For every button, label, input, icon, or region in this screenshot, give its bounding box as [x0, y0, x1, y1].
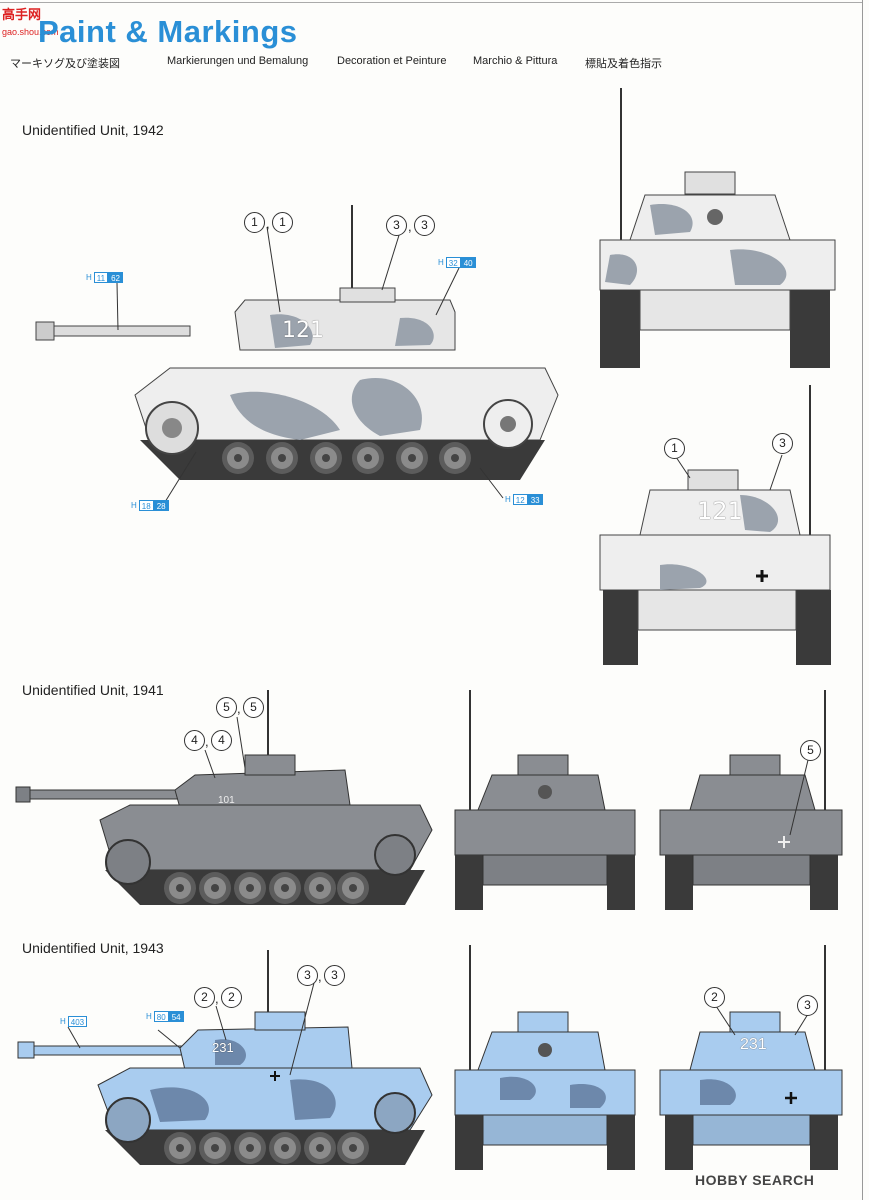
paint-code-prefix: H	[86, 273, 92, 282]
callout-separator: ,	[205, 734, 209, 749]
subtitle-french: Decoration et Peinture	[337, 55, 447, 67]
callout-separator: ,	[266, 216, 270, 231]
paint-code-prefix: H	[146, 1012, 152, 1021]
paint-code-b: 40	[460, 257, 476, 268]
paint-code-prefix: H	[505, 495, 511, 504]
decal-callout: 3	[414, 215, 435, 236]
sheet-border-top	[0, 2, 863, 3]
callout-separator: ,	[215, 991, 219, 1006]
paint-code: H 80 54	[146, 1011, 184, 1022]
section-label-1943: Unidentified Unit, 1943	[22, 940, 164, 956]
section-label-1942: Unidentified Unit, 1942	[22, 122, 164, 138]
paint-code-b: 33	[527, 494, 543, 505]
decal-callout: 4	[211, 730, 232, 751]
paint-code-a: 80	[153, 1011, 169, 1022]
subtitle-chinese: 標貼及着色指示	[585, 58, 662, 70]
decal-callout: 5	[800, 740, 821, 761]
tank-number-1943-rear: 231	[740, 1036, 767, 1053]
tank-front-1943	[454, 945, 636, 1170]
paint-code: H 12 33	[505, 494, 543, 505]
paint-code-a: 18	[138, 500, 154, 511]
decal-callout: 3	[772, 433, 793, 454]
decal-callout: 1	[244, 212, 265, 233]
sheet-border-right	[862, 0, 863, 1200]
paint-code-b: 28	[153, 500, 169, 511]
decal-callout: 3	[386, 215, 407, 236]
paint-code-b: 62	[108, 272, 123, 283]
paint-code-a: 403	[67, 1016, 88, 1027]
tank-side-1942	[35, 205, 559, 503]
watermark: HOBBY SEARCH	[695, 1172, 815, 1188]
tank-side-1943	[17, 950, 433, 1165]
decal-callout: 4	[184, 730, 205, 751]
decal-callout: 1	[272, 212, 293, 233]
paint-code: H 32 40	[438, 257, 476, 268]
site-logo: 高手网	[2, 7, 42, 22]
paint-code-prefix: H	[131, 501, 137, 510]
tank-number-1942-rear: 121	[697, 497, 743, 525]
subtitle-japanese: マーキソグ及び塗装図	[10, 58, 120, 70]
decal-callout: 3	[324, 965, 345, 986]
tank-front-1941	[454, 690, 636, 910]
paint-code-a: 11	[93, 272, 109, 283]
tank-rear-1943	[659, 945, 843, 1170]
tank-number-1942-side: 121	[282, 318, 324, 343]
paint-code-a: 32	[445, 257, 461, 268]
paint-code-prefix: H	[438, 258, 444, 267]
paint-code: H 18 28	[131, 500, 169, 511]
subtitle-italian: Marchio & Pittura	[473, 55, 558, 67]
callout-separator: ,	[237, 701, 241, 716]
tank-number-1943-side: 231	[212, 1040, 234, 1055]
section-label-1941: Unidentified Unit, 1941	[22, 682, 164, 698]
tank-number-1941-side: 101	[218, 795, 235, 806]
decal-callout: 3	[297, 965, 318, 986]
paint-code: H 403	[60, 1016, 88, 1027]
decal-callout: 5	[216, 697, 237, 718]
paint-code-b: 54	[168, 1011, 184, 1022]
tank-front-1942	[599, 88, 836, 368]
decal-callout: 5	[243, 697, 264, 718]
subtitle-german: Markierungen und Bemalung	[167, 55, 309, 67]
decal-callout: 2	[194, 987, 215, 1008]
paint-code: H 11 62	[86, 272, 123, 283]
decal-callout: 3	[797, 995, 818, 1016]
site-logo-url: gao.shou.com	[2, 27, 59, 37]
decal-callout: 2	[221, 987, 242, 1008]
decal-callout: 1	[664, 438, 685, 459]
page-title: Paint & Markings	[38, 14, 298, 49]
tank-rear-1942	[599, 385, 831, 665]
paint-code-a: 12	[512, 494, 528, 505]
paint-code-prefix: H	[60, 1017, 66, 1026]
callout-separator: ,	[318, 969, 322, 984]
callout-separator: ,	[408, 219, 412, 234]
tank-rear-1941	[659, 690, 843, 910]
tank-side-1941	[15, 690, 433, 905]
decal-callout: 2	[704, 987, 725, 1008]
